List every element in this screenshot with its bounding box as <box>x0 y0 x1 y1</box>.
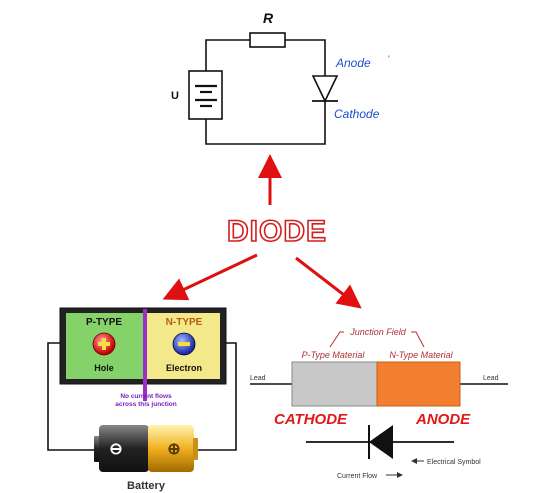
lead-left-label: Lead <box>250 375 266 382</box>
arrow-right <box>295 256 362 309</box>
battery-label: Battery <box>127 480 166 492</box>
battery-minus-icon: ⊖ <box>109 441 122 458</box>
p-type-label: P-TYPE <box>86 317 122 328</box>
battery-negative-end <box>99 425 149 472</box>
diode-anode-label: ANODE <box>415 411 471 428</box>
symbol-triangle <box>369 425 393 459</box>
cathode-label: Cathode <box>334 107 380 121</box>
n-type-material-block <box>376 361 461 407</box>
junction-note-line2: across this junction <box>115 401 176 408</box>
diode-triangle <box>311 75 339 103</box>
circuit-wire <box>205 39 250 71</box>
source-label: U <box>171 90 179 102</box>
n-type-material-label: N-Type Material <box>389 350 453 360</box>
title-group: DIODE <box>226 214 327 249</box>
hole-label: Hole <box>94 363 114 373</box>
pn-wire-left <box>47 342 98 451</box>
anode-label: Anode <box>335 56 371 70</box>
diode-cathode-label: CATHODE <box>274 411 348 428</box>
battery-cap <box>94 436 100 462</box>
junction-field-bracket <box>329 331 344 348</box>
stray-mark: ' <box>388 54 390 64</box>
circuit-wire <box>205 101 326 145</box>
circuit-wire <box>285 39 326 76</box>
current-flow-label: Current Flow <box>337 473 378 480</box>
battery-plus-icon: ⊕ <box>167 441 180 458</box>
battery-tip <box>193 438 198 460</box>
diagram-title: DIODE <box>227 215 327 248</box>
pn-junction-diagram: P-TYPE N-TYPE Hole Electron No current f… <box>47 307 237 492</box>
junction-field-label: Junction Field <box>349 327 407 337</box>
source-symbol <box>188 70 223 120</box>
plus-bar-v <box>102 338 106 350</box>
p-type-material-block <box>291 361 378 407</box>
n-type-label: N-TYPE <box>166 317 203 328</box>
pn-wire-right <box>196 342 237 451</box>
electron-label: Electron <box>166 363 202 373</box>
junction-line <box>143 309 147 401</box>
electrical-symbol-label: Electrical Symbol <box>427 459 481 466</box>
battery-positive-end <box>148 425 194 472</box>
arrow-left <box>162 253 258 301</box>
circuit-schematic: R U Anode Cathode ' <box>171 10 390 145</box>
p-type-material-label: P-Type Material <box>302 350 366 360</box>
resistor-label: R <box>263 10 274 26</box>
resistor-symbol <box>249 32 286 48</box>
lead-right-label: Lead <box>483 375 499 382</box>
junction-field-bracket <box>411 331 425 348</box>
junction-note-line1: No current flows <box>120 393 172 400</box>
minus-bar <box>178 342 190 346</box>
diode-component-diagram: Junction Field P-Type Material N-Type Ma… <box>250 327 508 480</box>
